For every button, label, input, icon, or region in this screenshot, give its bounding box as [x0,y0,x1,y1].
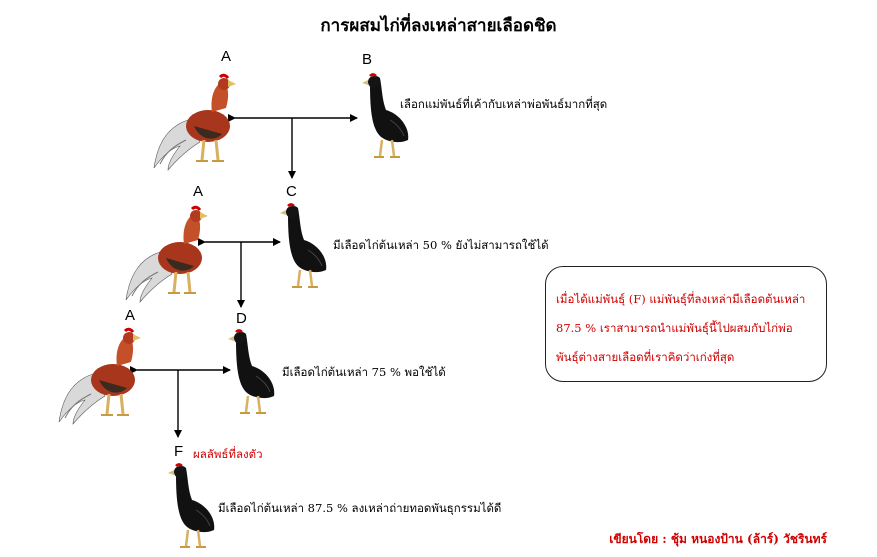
label-c: C [286,183,297,200]
hen-c-image [280,203,327,288]
author-credit: เขียนโดย : ชุ้ม หนองป้าน (ล้าร์) วัชรินท… [609,532,827,546]
rooster-a2-image [125,205,208,303]
label-d: D [236,310,247,327]
hen-d-image [228,329,275,414]
desc-f: มีเลือดไก่ต้นเหล่า 87.5 % ลงเหล่าถ่ายทอด… [218,501,502,515]
label-a2: A [193,183,204,200]
label-b: B [362,51,373,68]
label-f: F [174,443,184,460]
rooster-a1-image [153,73,236,171]
note-line-2: 87.5 % เราสามารถนำแม่พันธุ์นี้ไปผสมกับไก… [556,321,793,335]
label-a3: A [125,307,136,324]
note-box: เมื่อได้แม่พันธุ์ (F) แม่พันธุ์ที่ลงเหล่… [545,266,827,382]
hen-f-image [168,463,215,548]
desc-b: เลือกแม่พันธ์ที่เค้ากับเหล่าพ่อพันธ์มากท… [400,97,608,111]
result-label: ผลลัพธ์ที่ลงตัว [193,447,263,461]
note-line-3: พันธุ์ต่างสายเลือดที่เราคิดว่าเก่งที่สุด [556,350,735,364]
desc-c: มีเลือดไก่ต้นเหล่า 50 % ยังไม่สามารถใช้ไ… [333,238,549,252]
desc-d: มีเลือดไก่ต้นเหล่า 75 % พอใช้ได้ [282,365,446,379]
rooster-a3-image [58,327,141,425]
hen-b-image [362,73,409,158]
label-a1: A [221,48,232,65]
diagram-title: การผสมไก่ที่ลงเหล่าสายเลือดชิด [320,16,557,36]
note-line-1: เมื่อได้แม่พันธุ์ (F) แม่พันธุ์ที่ลงเหล่… [556,292,806,306]
